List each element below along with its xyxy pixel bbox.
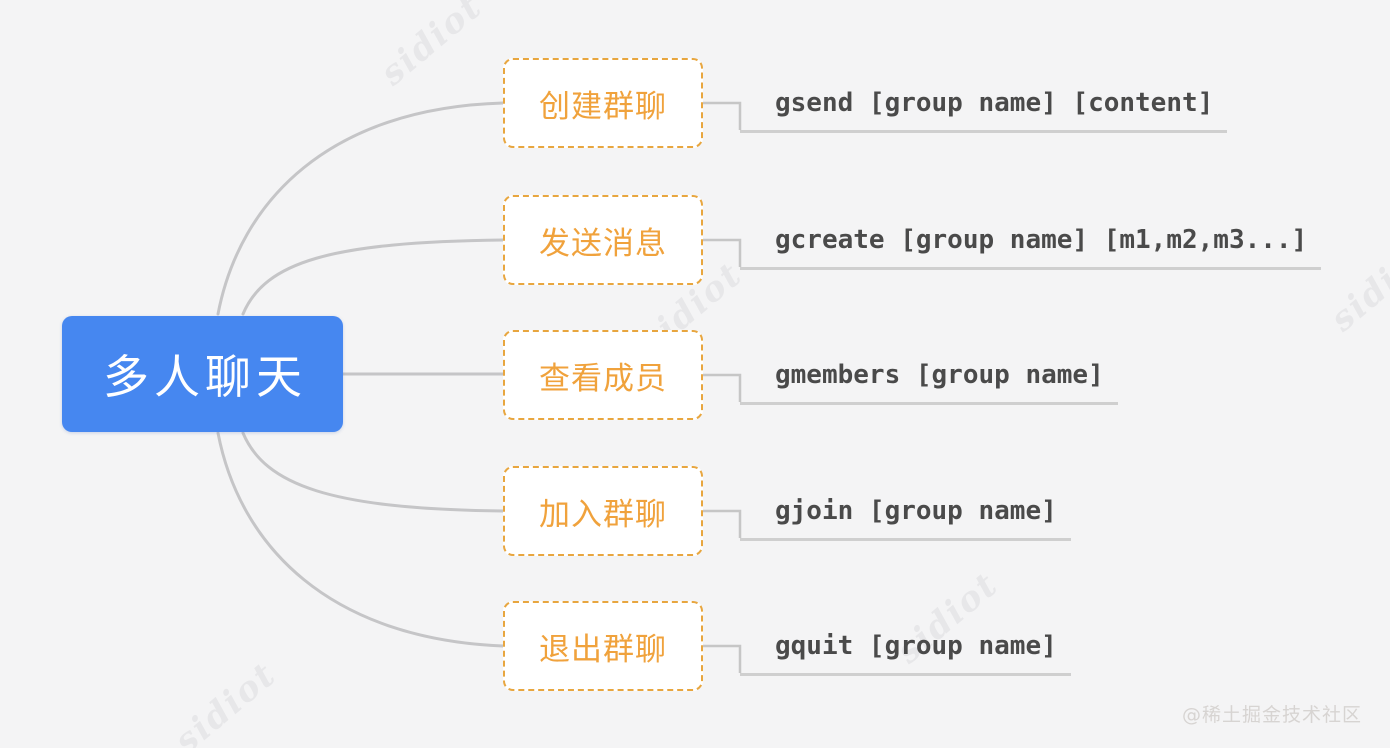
command-gsend[interactable]: gsend [group name] [content]: [740, 86, 1228, 133]
watermark-text: sidiot: [167, 654, 285, 748]
branch-node-label: 发送消息: [539, 225, 667, 262]
command-text: gcreate [group name] [m1,m2,m3...]: [775, 225, 1308, 255]
branch-node-label: 查看成员: [539, 360, 667, 397]
command-gmembers[interactable]: gmembers [group name]: [740, 358, 1118, 405]
command-gjoin[interactable]: gjoin [group name]: [740, 494, 1071, 541]
command-text: gjoin [group name]: [775, 496, 1057, 526]
branch-node-join-group[interactable]: 加入群聊: [503, 466, 703, 556]
command-gcreate[interactable]: gcreate [group name] [m1,m2,m3...]: [740, 223, 1322, 270]
command-text: gquit [group name]: [775, 631, 1057, 661]
branch-node-view-members[interactable]: 查看成员: [503, 330, 703, 420]
branch-node-quit-group[interactable]: 退出群聊: [503, 601, 703, 691]
command-text: gmembers [group name]: [775, 360, 1104, 390]
branch-node-label: 退出群聊: [539, 631, 667, 668]
command-text: gsend [group name] [content]: [775, 88, 1214, 118]
branch-node-label: 创建群聊: [539, 88, 667, 125]
root-node-label: 多人聊天: [103, 350, 307, 404]
branch-node-label: 加入群聊: [539, 496, 667, 533]
branch-command-elbows: [703, 101, 742, 673]
command-gquit[interactable]: gquit [group name]: [740, 629, 1071, 676]
branch-node-create-group[interactable]: 创建群聊: [503, 58, 703, 148]
watermark-text: sidiot: [1323, 232, 1390, 340]
community-credit: @稀土掘金技术社区: [1182, 704, 1363, 726]
branch-node-send-message[interactable]: 发送消息: [503, 195, 703, 285]
root-node-multi-chat[interactable]: 多人聊天: [62, 316, 343, 432]
watermark-text: sidiot: [373, 0, 491, 94]
